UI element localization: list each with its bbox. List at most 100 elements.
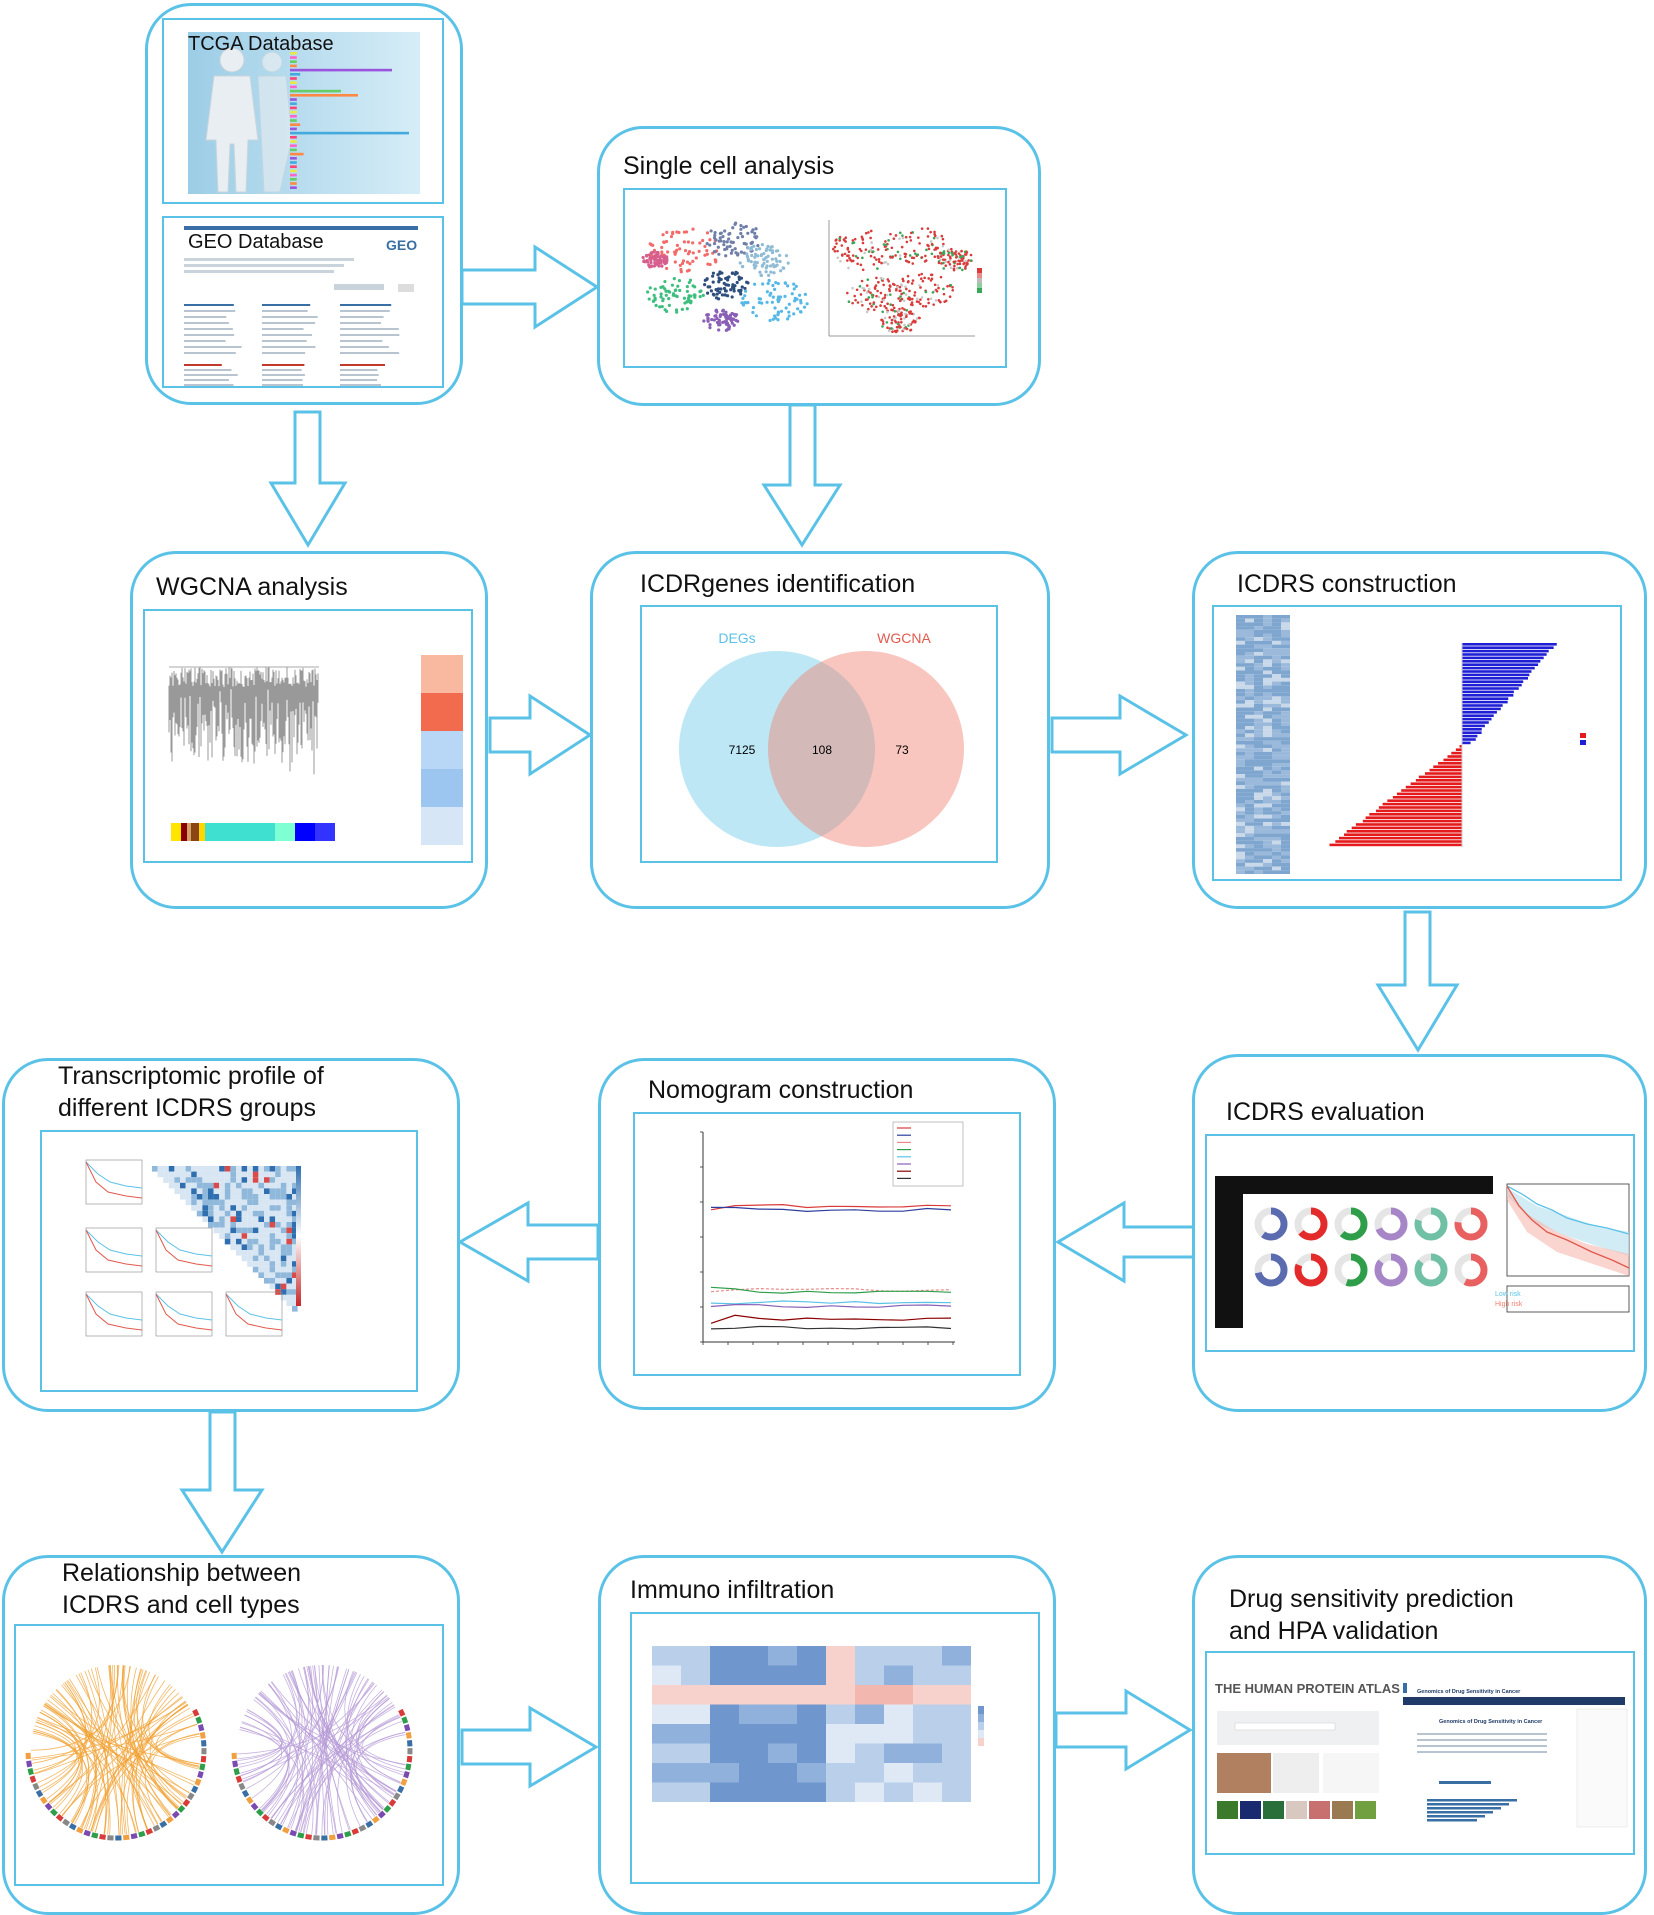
coef-heatmap-cell xyxy=(1272,626,1281,630)
coef-heatmap-cell xyxy=(1272,748,1281,752)
tsne-point xyxy=(847,250,851,254)
correlation-cell xyxy=(213,1166,220,1172)
correlation-cell xyxy=(280,1233,287,1239)
correlation-cell xyxy=(185,1166,192,1172)
coef-heatmap-cell xyxy=(1236,714,1245,719)
chord-segment xyxy=(44,1802,53,1811)
correlation-cell xyxy=(280,1283,287,1290)
tsne-point xyxy=(903,308,906,311)
tsne-point xyxy=(942,267,946,270)
tcga-bar xyxy=(290,161,297,164)
tsne-point xyxy=(660,304,664,309)
tsne-point xyxy=(705,313,710,317)
tsne-point xyxy=(867,307,870,311)
coef-bar-positive xyxy=(1462,673,1530,677)
immuno-heatmap-cell xyxy=(826,1704,855,1724)
tsne-point xyxy=(881,310,884,314)
correlation-cell xyxy=(213,1188,220,1194)
tsne-point xyxy=(858,247,862,251)
tsne-point xyxy=(717,279,721,283)
correlation-cell xyxy=(264,1194,270,1200)
km-mini-frame xyxy=(85,1227,143,1273)
coef-heatmap-cell xyxy=(1245,774,1254,778)
geo-text-line xyxy=(340,346,389,348)
gdsc-page-heading: Genomics of Drug Sensitivity in Cancer xyxy=(1439,1719,1543,1725)
correlation-cell xyxy=(180,1166,186,1172)
coef-bar-negative xyxy=(1387,799,1462,802)
coef-heatmap-cell xyxy=(1281,663,1290,667)
tsne-point xyxy=(689,299,693,303)
tsne-point xyxy=(662,240,666,244)
coef-heatmap-cell xyxy=(1281,729,1290,734)
coef-heatmap-cell xyxy=(1272,774,1281,778)
coef-heatmap-cell xyxy=(1236,774,1245,778)
chord-link xyxy=(32,1665,120,1764)
tsne-point xyxy=(946,284,949,288)
tcga-bar xyxy=(290,131,409,135)
immuno-heatmap-cell xyxy=(739,1724,768,1744)
tsne-point xyxy=(919,298,922,301)
immuno-heatmap-cell xyxy=(652,1646,681,1666)
tsne-point xyxy=(663,261,667,265)
tsne-point xyxy=(924,254,927,258)
correlation-cell xyxy=(292,1194,298,1200)
tsne-point xyxy=(961,256,965,260)
coef-heatmap-cell xyxy=(1245,674,1254,678)
coef-heatmap-cell xyxy=(1254,855,1263,860)
chord-link xyxy=(121,1665,178,1809)
tsne-point xyxy=(881,325,884,328)
tsne-point xyxy=(860,279,864,283)
tsne-point xyxy=(920,296,924,299)
tsne-point xyxy=(651,299,656,303)
coef-heatmap-cell xyxy=(1236,870,1245,874)
coef-heatmap-cell xyxy=(1263,714,1272,719)
coef-heatmap-cell xyxy=(1236,788,1245,793)
correlation-cell xyxy=(252,1188,259,1194)
tsne-point xyxy=(771,295,775,299)
correlation-cell xyxy=(258,1188,264,1194)
km-curve-high xyxy=(1506,1185,1630,1269)
tsne-point xyxy=(665,230,669,234)
immuno-heatmap-cell xyxy=(913,1782,942,1802)
chord-segment xyxy=(281,1826,290,1834)
module-color-band xyxy=(187,823,191,841)
immuno-heatmap-cell xyxy=(739,1763,768,1783)
tsne-point xyxy=(683,248,688,253)
tsne-point xyxy=(661,299,665,303)
tsne-point xyxy=(666,250,670,254)
coef-bar-negative xyxy=(1335,840,1462,843)
geo-text-line xyxy=(340,379,378,381)
coef-heatmap-cell xyxy=(1245,696,1254,701)
tcga-bar xyxy=(290,68,392,72)
coef-heatmap-cell xyxy=(1245,759,1254,763)
gdsc-link xyxy=(1439,1781,1491,1784)
correlation-cell xyxy=(275,1255,281,1262)
coef-heatmap-cell xyxy=(1281,770,1290,775)
correlation-cell xyxy=(292,1205,298,1211)
correlation-cell xyxy=(247,1166,253,1172)
icdrs-construction-title: ICDRS construction xyxy=(1237,570,1457,598)
immuno-heatmap-cell xyxy=(913,1665,942,1685)
immuno-heatmap-cell xyxy=(768,1743,797,1763)
correlation-cell xyxy=(252,1261,259,1267)
coef-bar-positive xyxy=(1462,717,1492,721)
coef-heatmap-cell xyxy=(1281,870,1290,874)
correlation-cell xyxy=(280,1238,287,1245)
correlation-cell xyxy=(292,1283,298,1290)
coef-heatmap-cell xyxy=(1281,615,1290,619)
correlation-cell xyxy=(269,1222,276,1228)
coef-heatmap-cell xyxy=(1254,626,1263,630)
tsne-point xyxy=(869,254,873,258)
tsne-point xyxy=(942,261,945,265)
correlation-cell xyxy=(247,1222,253,1228)
tsne-point xyxy=(959,255,962,259)
chord-link xyxy=(237,1694,388,1755)
tsne-point xyxy=(675,243,679,247)
tsne-point xyxy=(761,282,765,286)
tsne-point xyxy=(900,245,904,249)
chord-link xyxy=(50,1694,194,1786)
coef-bar-negative xyxy=(1365,816,1462,819)
tsne-point xyxy=(709,229,713,233)
tsne-point xyxy=(923,276,926,280)
coef-heatmap-cell xyxy=(1236,689,1245,693)
